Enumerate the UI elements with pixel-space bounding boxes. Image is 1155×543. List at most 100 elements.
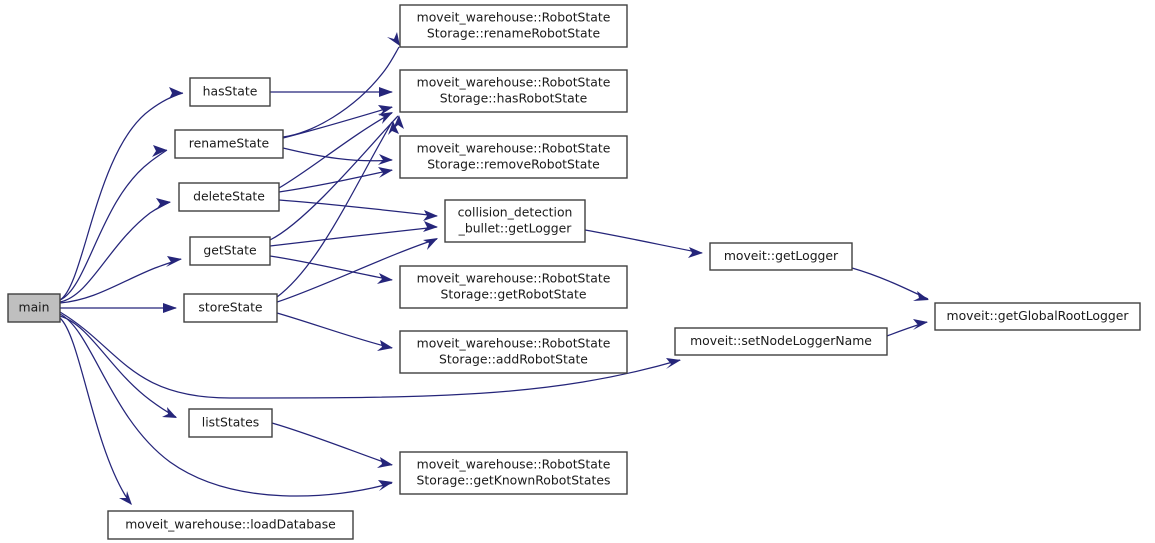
node-box[interactable] bbox=[174, 129, 284, 159]
call-edge-main-to-loadDatabase bbox=[59, 317, 132, 505]
node-box[interactable] bbox=[709, 242, 853, 271]
node-label-hasRobotState: Storage::hasRobotState bbox=[440, 91, 587, 106]
call-edge-main-to-hasState bbox=[59, 87, 184, 301]
graph-node-moveitGetLogger[interactable]: moveit::getLogger bbox=[709, 242, 853, 271]
arrowhead-icon bbox=[377, 457, 393, 468]
node-label-addRobotState: moveit_warehouse::RobotState bbox=[417, 336, 611, 351]
arrowhead-icon bbox=[688, 247, 703, 258]
node-label-getState: getState bbox=[203, 243, 256, 258]
graph-node-main[interactable]: main bbox=[7, 293, 61, 323]
call-edge-setNodeLoggerName-to-getGlobalRootLogger bbox=[886, 319, 928, 337]
edge-line bbox=[584, 229, 703, 254]
node-box[interactable] bbox=[399, 69, 628, 113]
node-label-main: main bbox=[19, 300, 50, 315]
node-box[interactable] bbox=[934, 302, 1141, 331]
arrowhead-icon bbox=[169, 87, 183, 99]
node-box[interactable] bbox=[399, 4, 628, 48]
node-box[interactable] bbox=[399, 451, 628, 495]
graph-node-listStates[interactable]: listStates bbox=[188, 408, 273, 438]
graph-node-getKnownRobotStates[interactable]: moveit_warehouse::RobotStateStorage::get… bbox=[399, 451, 628, 495]
graph-node-renameRobotState[interactable]: moveit_warehouse::RobotStateStorage::ren… bbox=[399, 4, 628, 48]
node-label-getRobotState: Storage::getRobotState bbox=[441, 287, 587, 302]
node-box[interactable] bbox=[399, 265, 628, 309]
graph-node-storeState[interactable]: storeState bbox=[183, 293, 278, 323]
arrowhead-icon bbox=[162, 407, 177, 418]
arrowhead-icon bbox=[423, 210, 438, 221]
call-edge-main-to-setNodeLoggerName bbox=[59, 311, 681, 399]
edge-line bbox=[278, 199, 438, 217]
graph-node-hasState[interactable]: hasState bbox=[189, 77, 271, 107]
node-label-getGlobalRootLogger: moveit::getGlobalRootLogger bbox=[947, 308, 1130, 323]
node-label-renameRobotState: moveit_warehouse::RobotState bbox=[417, 10, 611, 25]
node-box[interactable] bbox=[107, 510, 354, 540]
call-edge-main-to-deleteState bbox=[59, 198, 171, 303]
arrowhead-icon bbox=[378, 105, 393, 116]
node-box[interactable] bbox=[188, 408, 273, 438]
node-box[interactable] bbox=[178, 182, 280, 212]
arrowhead-icon bbox=[378, 167, 393, 178]
graph-node-renameState[interactable]: renameState bbox=[174, 129, 284, 159]
node-label-setNodeLoggerName: moveit::setNodeLoggerName bbox=[690, 333, 872, 348]
edge-line bbox=[59, 311, 681, 399]
node-box[interactable] bbox=[189, 77, 271, 107]
node-label-loadDatabase: moveit_warehouse::loadDatabase bbox=[125, 517, 336, 532]
arrowhead-icon bbox=[913, 319, 928, 330]
edge-line bbox=[276, 121, 393, 298]
node-label-hasState: hasState bbox=[203, 84, 258, 99]
node-box[interactable] bbox=[399, 330, 628, 374]
call-edge-bulletGetLogger-to-moveitGetLogger bbox=[584, 229, 703, 258]
graph-node-addRobotState[interactable]: moveit_warehouse::RobotStateStorage::add… bbox=[399, 330, 628, 374]
edge-line bbox=[278, 169, 393, 193]
graph-node-setNodeLoggerName[interactable]: moveit::setNodeLoggerName bbox=[674, 327, 888, 356]
node-box[interactable] bbox=[674, 327, 888, 356]
edge-line bbox=[276, 312, 393, 349]
node-label-getKnownRobotStates: moveit_warehouse::RobotState bbox=[417, 457, 611, 472]
graph-node-hasRobotState[interactable]: moveit_warehouse::RobotStateStorage::has… bbox=[399, 69, 628, 113]
node-label-bulletGetLogger: _bullet::getLogger bbox=[458, 221, 573, 236]
call-edge-deleteState-to-removeRobotState bbox=[278, 167, 393, 193]
arrowhead-icon bbox=[378, 154, 393, 165]
graph-node-removeRobotState[interactable]: moveit_warehouse::RobotStateStorage::rem… bbox=[399, 135, 628, 179]
node-label-deleteState: deleteState bbox=[193, 189, 265, 204]
arrowhead-icon bbox=[119, 491, 132, 505]
graph-node-getState[interactable]: getState bbox=[189, 236, 271, 266]
edge-line bbox=[59, 201, 171, 303]
node-label-getKnownRobotStates: Storage::getKnownRobotStates bbox=[417, 473, 611, 488]
arrowhead-icon bbox=[388, 121, 399, 135]
node-label-moveitGetLogger: moveit::getLogger bbox=[724, 248, 839, 263]
node-box[interactable] bbox=[183, 293, 278, 323]
arrowhead-icon bbox=[378, 480, 393, 491]
edge-line bbox=[282, 106, 393, 139]
edge-line bbox=[282, 147, 393, 162]
node-box[interactable] bbox=[444, 199, 586, 243]
graph-node-getRobotState[interactable]: moveit_warehouse::RobotStateStorage::get… bbox=[399, 265, 628, 309]
edge-line bbox=[59, 92, 184, 301]
graph-node-getGlobalRootLogger[interactable]: moveit::getGlobalRootLogger bbox=[934, 302, 1141, 331]
graph-node-deleteState[interactable]: deleteState bbox=[178, 182, 280, 212]
call-edge-renameState-to-hasRobotState bbox=[282, 105, 393, 139]
edge-line bbox=[59, 317, 132, 505]
call-edge-deleteState-to-bulletGetLogger bbox=[278, 199, 438, 221]
call-edge-moveitGetLogger-to-getGlobalRootLogger bbox=[851, 267, 929, 301]
node-box[interactable] bbox=[7, 293, 61, 323]
arrowhead-icon bbox=[156, 198, 171, 210]
arrowhead-icon bbox=[423, 238, 438, 250]
call-edge-main-to-getState bbox=[59, 256, 182, 304]
node-box[interactable] bbox=[399, 135, 628, 179]
edge-line bbox=[276, 238, 438, 303]
edge-line bbox=[851, 267, 929, 300]
call-edge-getState-to-getRobotState bbox=[269, 255, 393, 284]
edge-line bbox=[59, 149, 168, 301]
node-label-listStates: listStates bbox=[202, 415, 259, 430]
graph-node-bulletGetLogger[interactable]: collision_detection_bullet::getLogger bbox=[444, 199, 586, 243]
edge-line bbox=[59, 315, 177, 418]
arrowhead-icon bbox=[666, 358, 681, 369]
node-label-addRobotState: Storage::addRobotState bbox=[439, 352, 588, 367]
graph-node-loadDatabase[interactable]: moveit_warehouse::loadDatabase bbox=[107, 510, 354, 540]
edge-line bbox=[269, 226, 438, 247]
node-box[interactable] bbox=[189, 236, 271, 266]
node-label-hasRobotState: moveit_warehouse::RobotState bbox=[417, 75, 611, 90]
arrowhead-icon bbox=[387, 32, 400, 46]
call-edge-main-to-getKnownRobotStates bbox=[59, 313, 393, 497]
